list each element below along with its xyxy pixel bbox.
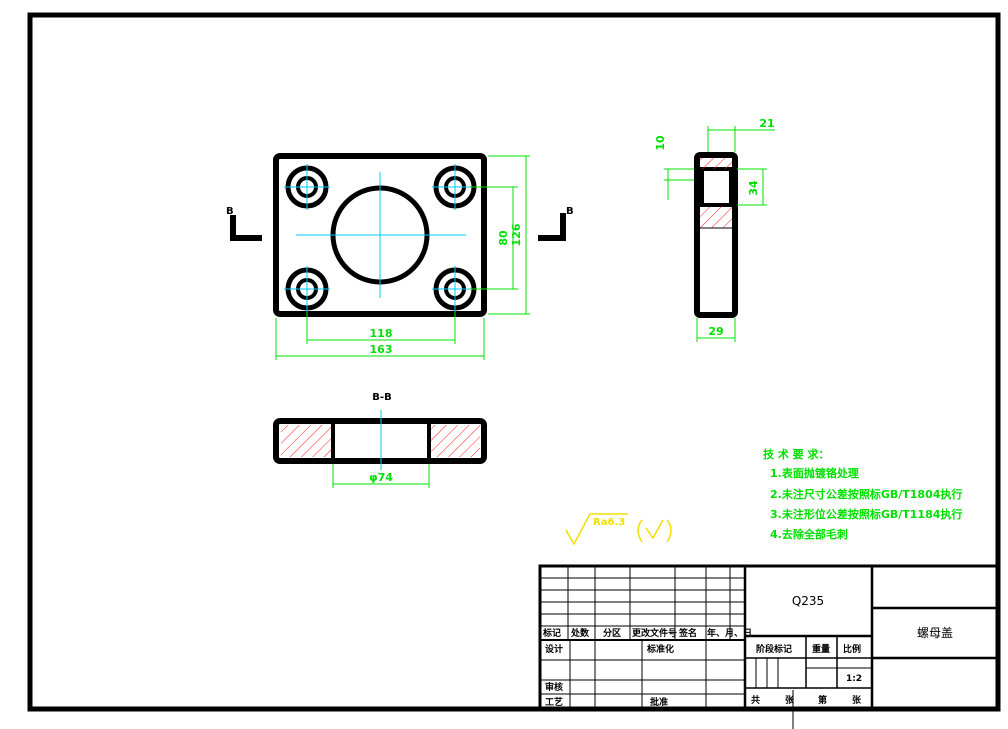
drawing-frame xyxy=(27,12,1001,712)
roughness-value: Ra6.3 xyxy=(593,517,625,528)
tb-design: 设计 xyxy=(545,643,563,655)
section-outline xyxy=(273,418,487,464)
side-view-hatch-lower xyxy=(700,206,732,228)
side-view-hatch-upper xyxy=(700,158,732,169)
side-view-outline xyxy=(694,152,738,318)
dim-front-outer-height: 126 xyxy=(510,223,523,246)
roughness-symbol xyxy=(565,513,672,546)
front-view: 118 163 80 126 xyxy=(273,153,530,360)
side-dimensions xyxy=(664,126,775,342)
front-vertical-dimensions xyxy=(470,155,530,315)
tb-header-sign: 签名 xyxy=(678,627,697,639)
side-view: 21 29 10 34 xyxy=(654,117,775,342)
dim-bore-diameter: φ74 xyxy=(369,471,393,484)
notes-item-3: 3.未注形位公差按照标GB/T1184执行 xyxy=(770,507,962,521)
dim-front-outer-width: 163 xyxy=(370,343,393,356)
tb-review: 审核 xyxy=(545,681,563,693)
section-hatch-right xyxy=(430,425,480,457)
section-marker-right: B xyxy=(538,206,574,241)
dim-side-top-offset: 10 xyxy=(654,135,667,151)
dim-front-inner-width: 118 xyxy=(370,327,393,340)
tb-scale: 1:2 xyxy=(846,674,862,684)
section-mark-left: B xyxy=(226,206,234,217)
dim-side-bottom-width: 29 xyxy=(708,325,723,338)
tb-part-name: 螺母盖 xyxy=(917,626,953,640)
front-view-outline xyxy=(273,153,487,317)
section-view: B-B φ74 xyxy=(273,392,487,488)
tb-process: 工艺 xyxy=(545,696,563,708)
tb-standardize: 标准化 xyxy=(646,643,674,655)
tb-ratio: 比例 xyxy=(843,643,861,655)
tb-weight: 重量 xyxy=(812,643,830,655)
tb-header-change-doc: 更改文件号 xyxy=(632,627,677,639)
notes-item-4: 4.去除全部毛刺 xyxy=(770,527,848,541)
tb-header-zone: 分区 xyxy=(603,627,621,639)
technical-notes: 技 术 要 求： 1.表面抛镀铬处理 2.未注尺寸公差按照标GB/T1804执行… xyxy=(763,447,962,541)
notes-title: 技 术 要 求： xyxy=(763,447,830,461)
section-marker-left: B xyxy=(226,206,262,241)
title-block xyxy=(538,564,1000,711)
tb-total-prefix: 共 xyxy=(751,694,760,706)
tb-header-count: 处数 xyxy=(570,627,590,639)
dim-front-inner-height: 80 xyxy=(497,230,510,246)
section-title: B-B xyxy=(372,392,391,403)
tb-approve: 批准 xyxy=(650,696,668,708)
notes-item-1: 1.表面抛镀铬处理 xyxy=(770,466,859,480)
dim-side-top-width: 21 xyxy=(759,117,774,130)
section-hatch-left xyxy=(281,425,331,457)
tb-page-prefix: 第 xyxy=(818,694,827,706)
tb-material: Q235 xyxy=(792,594,824,608)
tb-header-date: 年、月、日 xyxy=(707,627,752,639)
dim-side-pocket-height: 34 xyxy=(747,180,760,196)
tb-stage-mark: 阶段标记 xyxy=(756,643,792,655)
tb-header-mark: 标记 xyxy=(542,627,561,639)
front-horizontal-dimensions xyxy=(275,312,485,360)
tb-sheets-1: 张 xyxy=(785,694,795,706)
notes-item-2: 2.未注尺寸公差按照标GB/T1804执行 xyxy=(770,487,962,501)
tb-sheets-2: 张 xyxy=(852,694,862,706)
section-mark-right: B xyxy=(566,206,574,217)
side-view-pocket xyxy=(700,167,733,207)
bore-dimension xyxy=(332,464,430,488)
